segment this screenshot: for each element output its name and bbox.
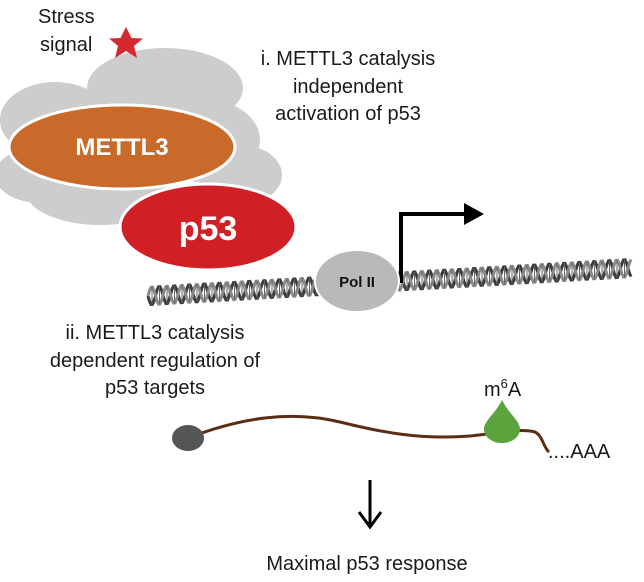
pol-ii-label: Pol II xyxy=(339,274,375,291)
mrna-strand xyxy=(187,414,551,454)
annotation-ii-line2: dependent regulation of xyxy=(50,350,261,372)
m6a-base: m xyxy=(484,379,501,401)
annotation-ii-line1: ii. METTL3 catalysis xyxy=(66,322,245,344)
annotation-ii-line3: p53 targets xyxy=(105,377,205,399)
p53-label: p53 xyxy=(179,210,238,248)
star-icon xyxy=(109,27,143,58)
m6a-drop-icon xyxy=(484,400,520,443)
annotation-i-line2: independent xyxy=(293,76,404,98)
poly-a-tail: ....AAA xyxy=(548,441,611,463)
pol-ii-protein xyxy=(314,249,400,313)
outcome-label: Maximal p53 response xyxy=(266,553,467,575)
mettl3-label: METTL3 xyxy=(75,134,168,161)
transcription-arrow-icon xyxy=(399,203,484,283)
p53-protein xyxy=(118,182,298,272)
mrna-cap xyxy=(172,425,204,451)
m6a-superscript: 6 xyxy=(501,376,508,391)
annotation-i-line3: activation of p53 xyxy=(275,103,421,125)
m6a-suffix: A xyxy=(508,379,522,401)
mettl3-protein xyxy=(7,103,237,191)
m6a-label: m6A xyxy=(484,376,522,401)
annotation-i-line1: i. METTL3 catalysis xyxy=(261,48,435,70)
stress-signal-line2: signal xyxy=(40,34,92,56)
down-arrow-icon xyxy=(357,480,383,530)
stress-signal-line1: Stress xyxy=(38,6,95,28)
